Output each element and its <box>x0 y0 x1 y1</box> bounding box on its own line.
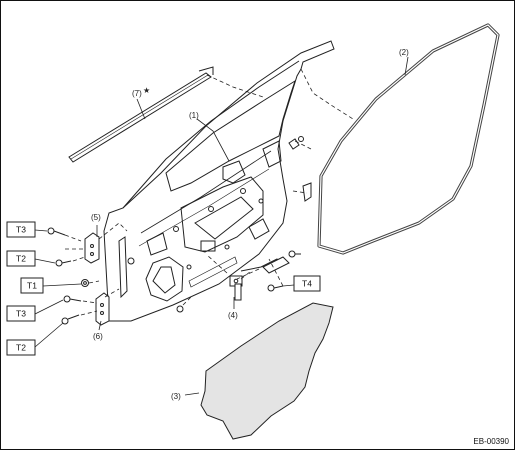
bolt-t2-upper <box>55 259 72 267</box>
nut-t1 <box>81 279 89 287</box>
torque-tag-t4: T4 <box>293 275 321 292</box>
torque-tag-label: T4 <box>302 279 312 289</box>
star-mark: ★ <box>143 86 150 95</box>
upper-hinge <box>84 232 100 264</box>
part-label-7: (7) <box>132 89 142 98</box>
assembly-dashed-lines <box>64 68 354 316</box>
belt-molding <box>68 66 214 163</box>
part-label-5: (5) <box>91 213 101 222</box>
door-weatherstrip <box>317 23 500 255</box>
door-panel <box>103 40 335 322</box>
torque-tag-label: T2 <box>16 343 26 353</box>
bolt-t3-lower <box>63 295 82 303</box>
torque-tag-t1: T1 <box>20 277 44 294</box>
torque-tag-t3-upper: T3 <box>6 221 36 238</box>
torque-tag-t2-upper: T2 <box>6 250 36 267</box>
leader-lines <box>34 56 409 396</box>
grommet-right <box>302 182 312 202</box>
part-label-3: (3) <box>171 392 181 401</box>
torque-tag-label: T2 <box>16 254 26 264</box>
bolt-t4 <box>267 284 284 292</box>
lower-hinge <box>95 292 110 326</box>
bolt-t2-lower <box>61 314 80 325</box>
plug-right <box>288 250 301 258</box>
torque-tag-t3-lower: T3 <box>6 305 36 322</box>
bolt-t3-upper <box>47 227 66 236</box>
diagram-code: EB-00390 <box>473 437 509 446</box>
torque-tag-t2-lower: T2 <box>6 339 36 356</box>
part-label-1: (1) <box>189 111 199 120</box>
plug-bottom <box>176 305 184 313</box>
part-label-4: (4) <box>228 311 238 320</box>
torque-tag-label: T3 <box>16 309 26 319</box>
sealing-cover-sheet <box>200 302 334 440</box>
part-label-2: (2) <box>399 48 409 57</box>
torque-tag-label: T3 <box>16 225 26 235</box>
door-checker <box>229 256 290 301</box>
torque-tag-label: T1 <box>27 281 37 291</box>
part-label-6: (6) <box>93 332 103 341</box>
clip-upper-right <box>288 136 304 150</box>
